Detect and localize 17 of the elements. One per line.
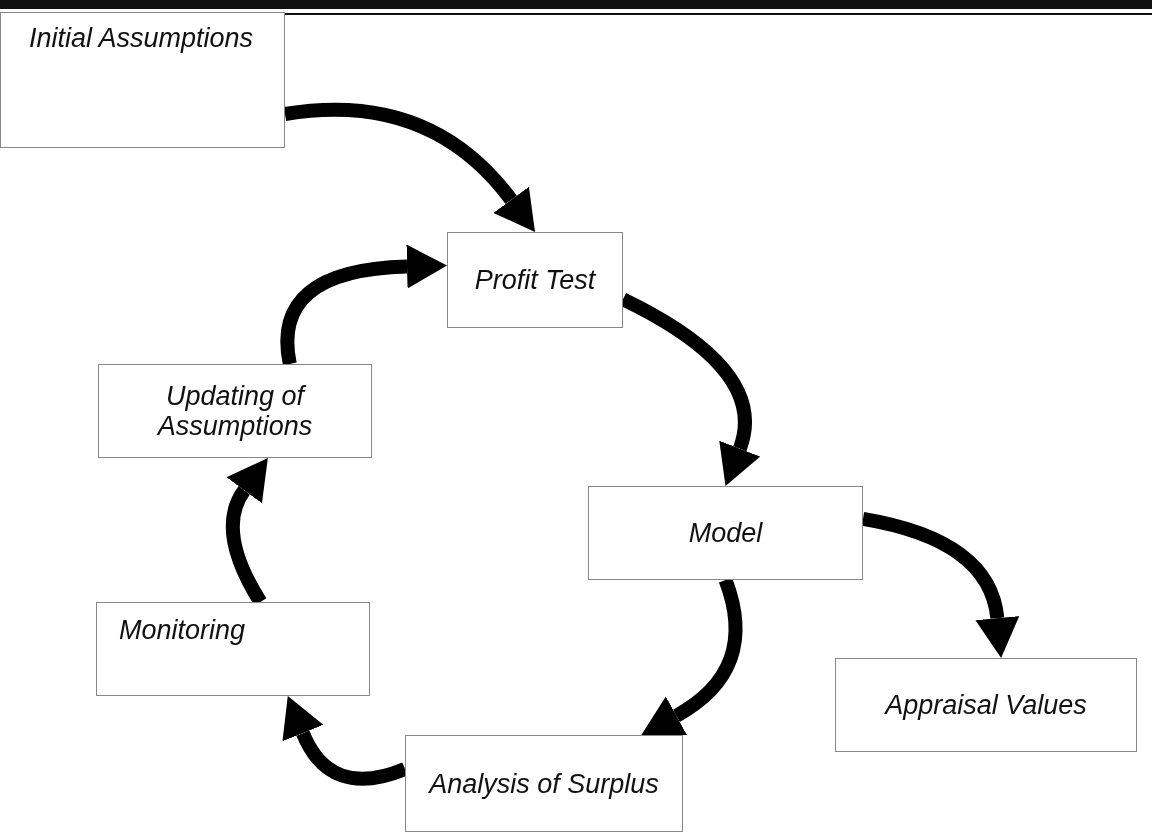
curved-arrow [284, 102, 537, 231]
box-label: Model [687, 518, 764, 548]
box-label: Analysis of Surplus [427, 768, 660, 799]
curved-arrow [861, 512, 1020, 658]
process-box [96, 602, 370, 696]
box-label: Monitoring [119, 615, 247, 645]
process-box [98, 364, 372, 458]
process-box [588, 486, 863, 580]
curved-arrow [280, 244, 447, 365]
box-label: Updating of Assumptions [155, 381, 314, 441]
process-box [447, 232, 623, 328]
process-box [0, 12, 285, 148]
box-label: Appraisal Values [883, 690, 1088, 720]
box-label: Profit Test [473, 265, 597, 295]
process-box [835, 658, 1137, 752]
box-label: Initial Assumptions [29, 23, 255, 53]
process-box [405, 735, 683, 832]
